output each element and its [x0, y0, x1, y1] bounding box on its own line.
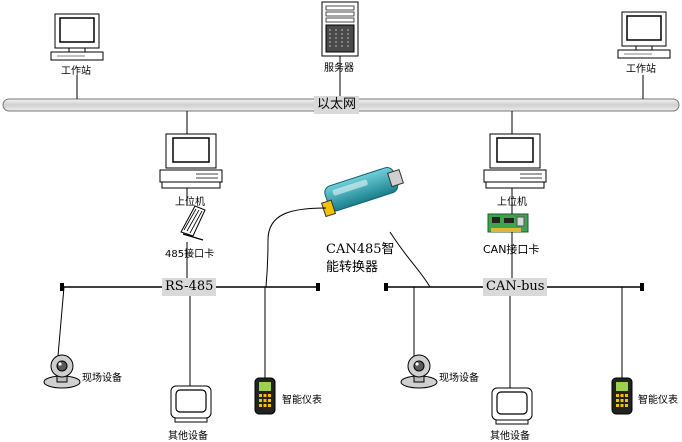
tv-right-icon [491, 387, 533, 425]
label-workstation-left: 工作站 [61, 66, 91, 77]
wire [57, 286, 65, 357]
can-card-icon [487, 213, 529, 233]
label-workstation-right: 工作站 [626, 64, 656, 75]
label-rs485-bus: RS-485 [162, 278, 217, 296]
label-other-device-left: 其他设备 [168, 431, 208, 442]
label-converter-line1: CAN485智 [326, 242, 395, 257]
workstation-right-icon [617, 11, 671, 59]
host-right-icon [483, 133, 547, 189]
label-host-right: 上位机 [497, 197, 527, 208]
label-converter-line2: 能转换器 [326, 260, 379, 275]
label-server: 服务器 [324, 63, 354, 74]
label-other-device-right: 其他设备 [490, 431, 530, 442]
server-icon [321, 1, 359, 57]
meter-right-icon [611, 377, 633, 415]
camera-left-icon [43, 354, 81, 389]
label-host-left: 上位机 [175, 197, 205, 208]
label-canbus: CAN-bus [483, 278, 548, 296]
tv-left-icon [170, 385, 212, 423]
label-rs485-card: 485接口卡 [165, 249, 215, 260]
label-ethernet: 以太网 [314, 96, 360, 114]
label-can-card: CAN接口卡 [483, 243, 540, 256]
label-smart-meter-left: 智能仪表 [282, 395, 322, 406]
converter-cable-can [389, 231, 431, 288]
label-field-device-right: 现场设备 [439, 373, 479, 384]
label-smart-meter-right: 智能仪表 [638, 395, 678, 406]
camera-right-icon [400, 354, 438, 389]
converter-cable-rs485 [265, 207, 327, 288]
rs485-card-icon [180, 205, 206, 241]
can485-converter-icon [320, 167, 404, 218]
meter-left-icon [254, 377, 276, 415]
label-field-device-left: 现场设备 [82, 373, 122, 384]
workstation-left-icon [50, 13, 104, 61]
host-left-icon [159, 133, 223, 189]
